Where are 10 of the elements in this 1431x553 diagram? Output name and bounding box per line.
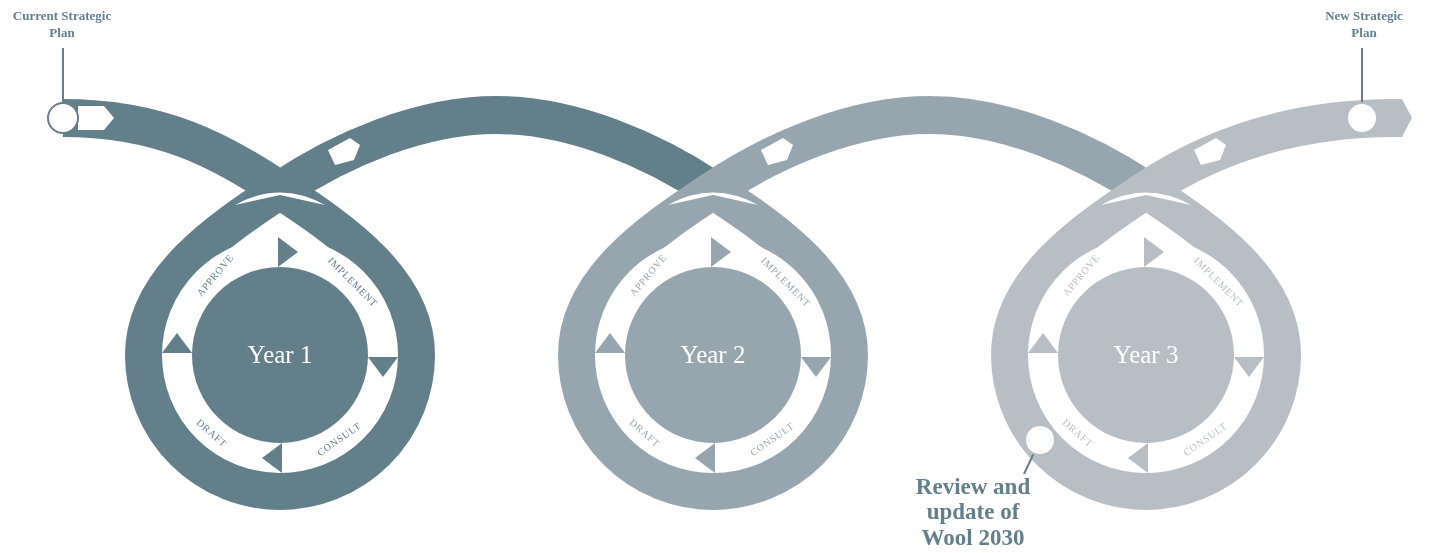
node-text: Year 1 [247,341,313,369]
node-text: New Strategic Plan [1324,8,1404,42]
node-text: Year 2 [680,341,746,369]
leader-line [1023,453,1035,475]
node-text: Year 3 [1113,341,1179,369]
leader-line [62,47,64,103]
node-text: Current Strategic Plan [12,8,112,42]
node-text: Review and update of Wool 2030 [914,474,1032,550]
marker-circle [47,102,79,134]
leader-line [1361,47,1363,103]
